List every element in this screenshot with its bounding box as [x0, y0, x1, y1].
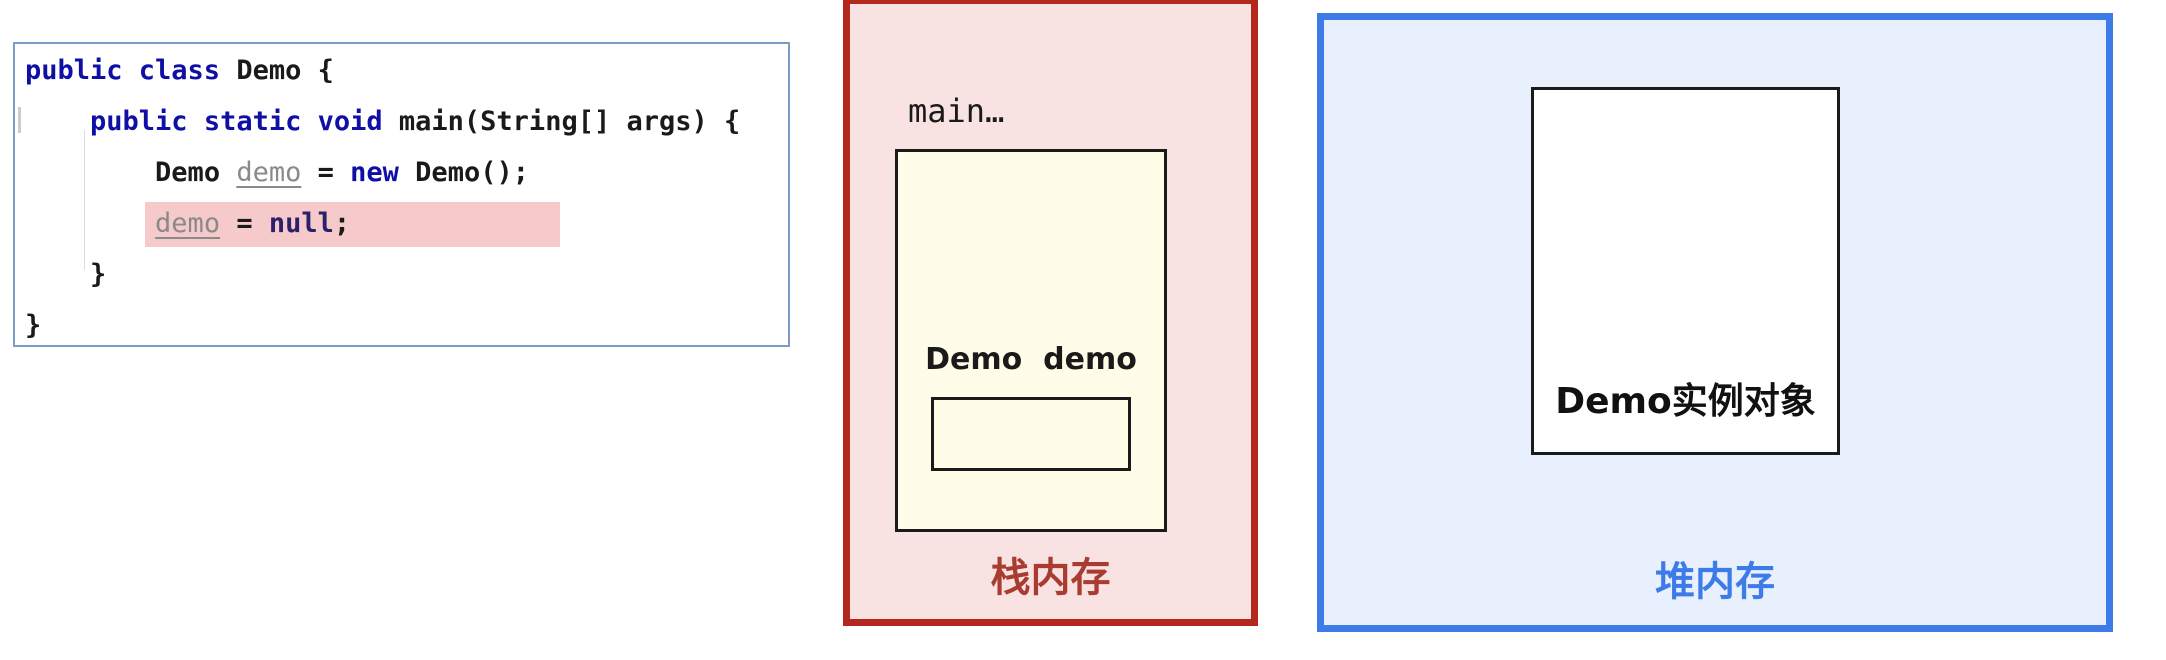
code-token: public class — [25, 55, 237, 86]
code-line: public static void main(String[] args) { — [25, 96, 740, 147]
code-token: main(String[] args) { — [398, 106, 741, 137]
stack-frame-label: main… — [908, 92, 1005, 130]
code-line: } — [25, 249, 740, 300]
code-token: } — [25, 310, 42, 341]
code-token: demo — [236, 157, 302, 188]
indent-guide — [84, 130, 85, 270]
code-token: public static void — [90, 106, 399, 137]
code-token: Demo — [155, 157, 237, 188]
demo-instance-object-box: Demo实例对象 — [1531, 87, 1840, 455]
code-token: null — [268, 208, 334, 239]
code-lines: public class Demo { public static void m… — [15, 45, 740, 351]
gutter-change-marker — [18, 107, 21, 133]
code-token: ; — [333, 208, 351, 239]
code-token: = — [220, 208, 269, 239]
code-line: demo = null; — [25, 198, 740, 249]
code-token: new — [350, 157, 399, 188]
stack-memory-title: 栈内存 — [990, 555, 1111, 601]
code-token: Demo(); — [398, 157, 529, 188]
code-token: = — [301, 157, 351, 188]
code-token: Demo { — [236, 55, 334, 86]
demo-instance-label: Demo实例对象 — [1555, 381, 1816, 422]
variable-value-slot — [931, 397, 1131, 471]
code-token: } — [90, 259, 107, 290]
code-line: } — [25, 300, 740, 351]
heap-memory-box: Demo实例对象 堆内存 — [1317, 13, 2113, 632]
code-snippet-panel: public class Demo { public static void m… — [13, 42, 790, 347]
variable-label: Demo demo — [925, 342, 1137, 377]
stack-memory-box: main… Demo demo 栈内存 — [843, 0, 1258, 626]
code-line: Demo demo = new Demo(); — [25, 147, 740, 198]
main-stack-frame: Demo demo — [895, 149, 1167, 532]
code-token: demo — [155, 208, 221, 239]
heap-memory-title: 堆内存 — [1655, 559, 1775, 605]
code-line: public class Demo { — [25, 45, 740, 96]
